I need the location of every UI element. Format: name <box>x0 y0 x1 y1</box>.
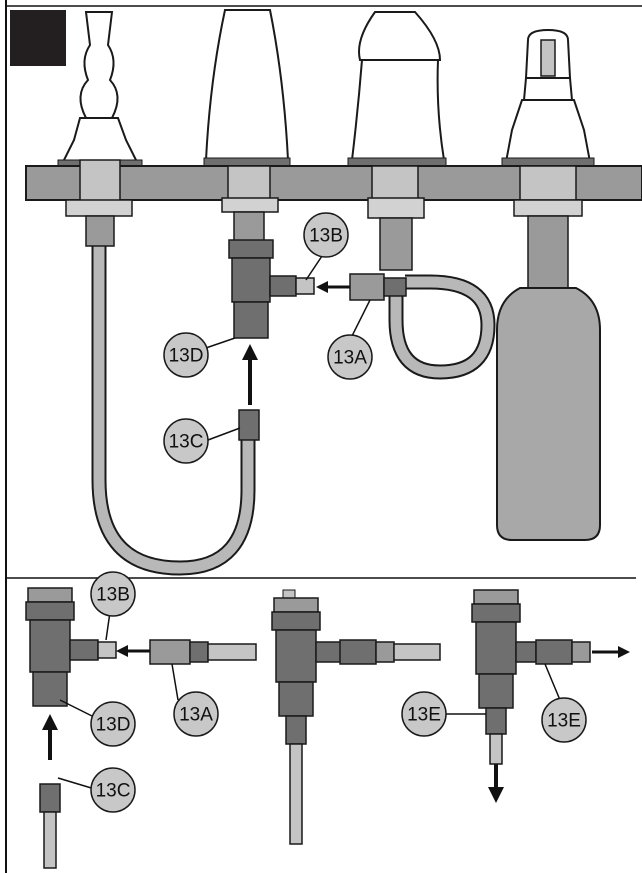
svg-text:13D: 13D <box>169 346 204 367</box>
bottom-panel: 13B 13A 13D 13C <box>25 571 630 869</box>
callout-13c-top: 13C <box>163 418 209 464</box>
callout-13b-bottom: 13B <box>90 571 136 617</box>
svg-text:13C: 13C <box>96 781 131 802</box>
callout-13e-left: 13E <box>401 691 447 737</box>
svg-text:13E: 13E <box>547 711 581 732</box>
shank-soap <box>513 165 583 291</box>
callout-13e-right: 13E <box>541 697 587 743</box>
spray-holder <box>57 11 143 167</box>
callout-13c-bottom: 13C <box>90 767 136 813</box>
callout-13a-bottom: 13A <box>173 691 219 737</box>
svg-text:13C: 13C <box>169 432 204 453</box>
svg-text:13B: 13B <box>96 585 130 606</box>
diverter-valve <box>228 239 315 339</box>
svg-text:13E: 13E <box>407 705 441 726</box>
soap-bottle <box>496 287 601 541</box>
faucet-handle <box>347 11 447 167</box>
svg-text:13A: 13A <box>179 705 213 726</box>
detail-release: 13E 13E <box>401 589 630 803</box>
callout-13d-bottom: 13D <box>90 701 136 747</box>
hose-connector <box>349 273 407 301</box>
svg-text:13A: 13A <box>333 348 367 369</box>
shank-handle <box>367 165 425 271</box>
step-marker-box <box>10 10 66 66</box>
spray-hose <box>91 237 256 576</box>
svg-text:13B: 13B <box>309 226 343 247</box>
callout-13a-top: 13A <box>327 334 373 380</box>
top-panel: 13B 13A 13D 13C <box>25 9 642 576</box>
detail-connected <box>271 589 441 845</box>
spout-base <box>203 9 291 167</box>
svg-text:13D: 13D <box>96 715 131 736</box>
detail-disconnected: 13B 13A 13D 13C <box>25 571 257 869</box>
shank-spout <box>221 165 279 243</box>
soap-pump <box>501 28 595 167</box>
callout-13b-top: 13B <box>303 212 349 258</box>
hose-ferrule <box>238 409 260 441</box>
callout-13d-top: 13D <box>163 332 209 378</box>
shank-spray <box>65 159 133 247</box>
